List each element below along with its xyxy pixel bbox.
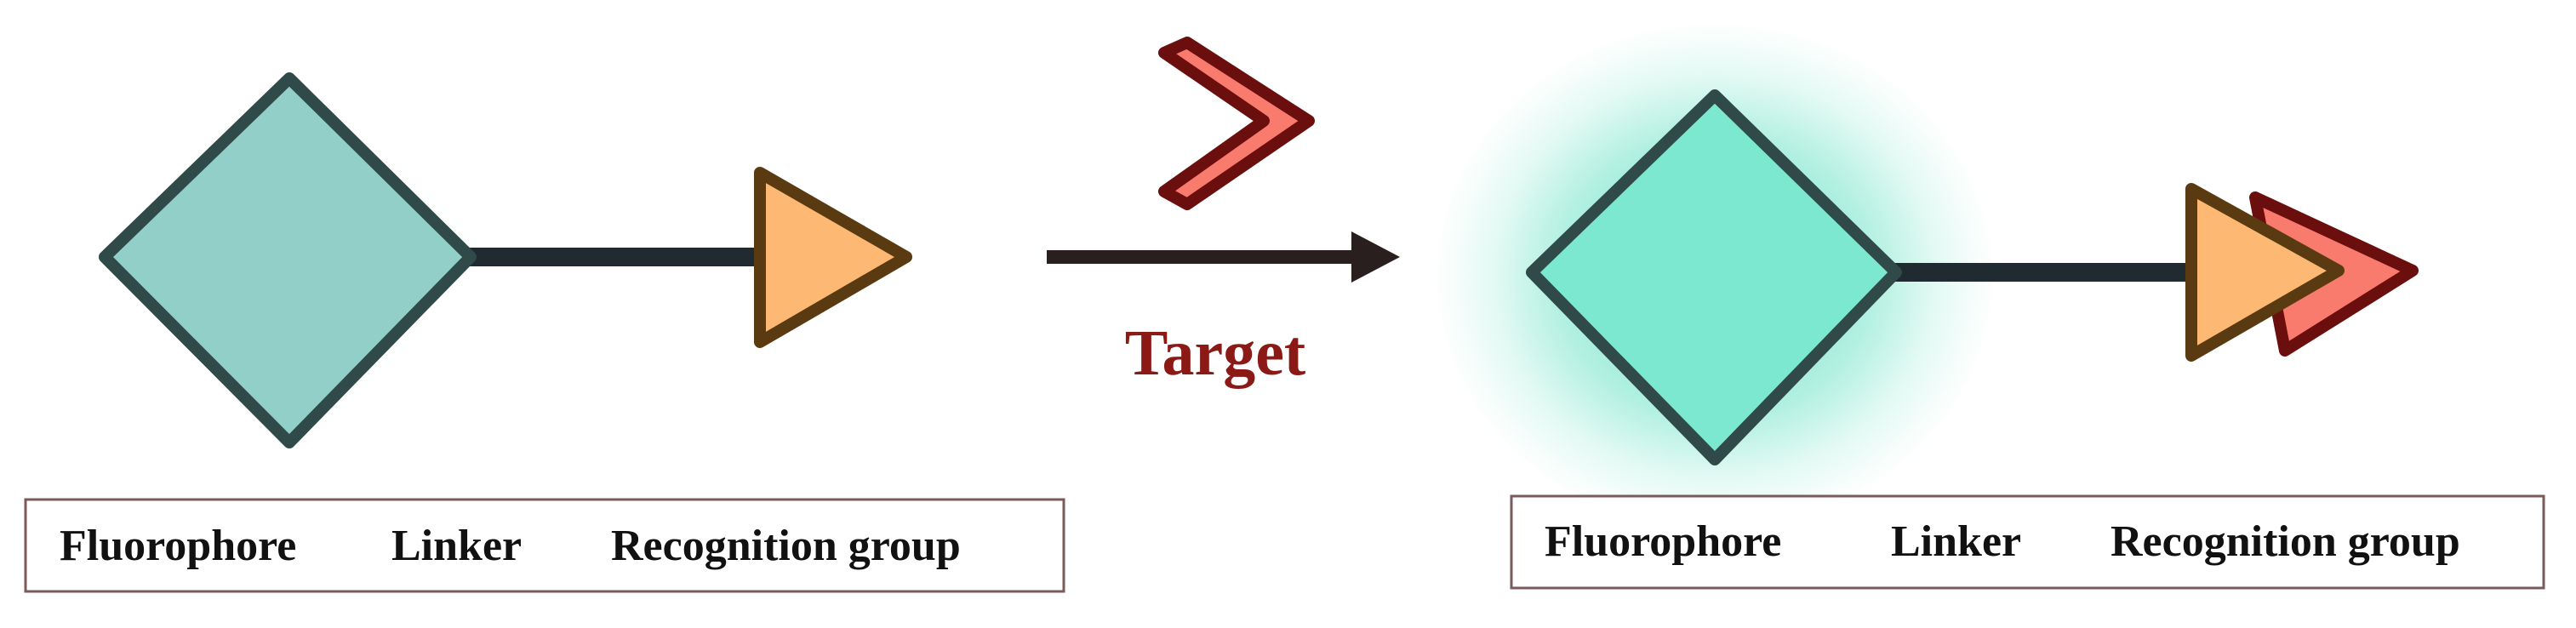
- arrow-label-target: Target: [1125, 317, 1306, 389]
- arrow-head: [1351, 231, 1400, 283]
- reaction-arrow: Target: [1047, 37, 1400, 389]
- label-box-frame: [1510, 494, 2545, 590]
- label-recognition-group: Recognition group: [611, 522, 961, 570]
- probe-before: [99, 72, 912, 448]
- recognition-triangle: [2185, 183, 2345, 362]
- fluorophore-diamond-fluorescent: [1526, 89, 1902, 465]
- label-fluorophore: Fluorophore: [60, 522, 296, 570]
- label-fluorophore: Fluorophore: [1545, 517, 1781, 566]
- label-box-before: Fluorophore Linker Recognition group: [24, 498, 1065, 593]
- label-box-after: Fluorophore Linker Recognition group: [1510, 494, 2545, 590]
- label-recognition-group: Recognition group: [2110, 517, 2460, 566]
- target-chevron: [1158, 37, 1315, 210]
- probe-after: [1434, 21, 2419, 532]
- fluorophore-diamond: [99, 72, 477, 448]
- recognition-triangle: [754, 167, 912, 348]
- label-box-frame: [24, 498, 1065, 593]
- label-linker: Linker: [1891, 517, 2021, 566]
- label-linker: Linker: [391, 522, 522, 570]
